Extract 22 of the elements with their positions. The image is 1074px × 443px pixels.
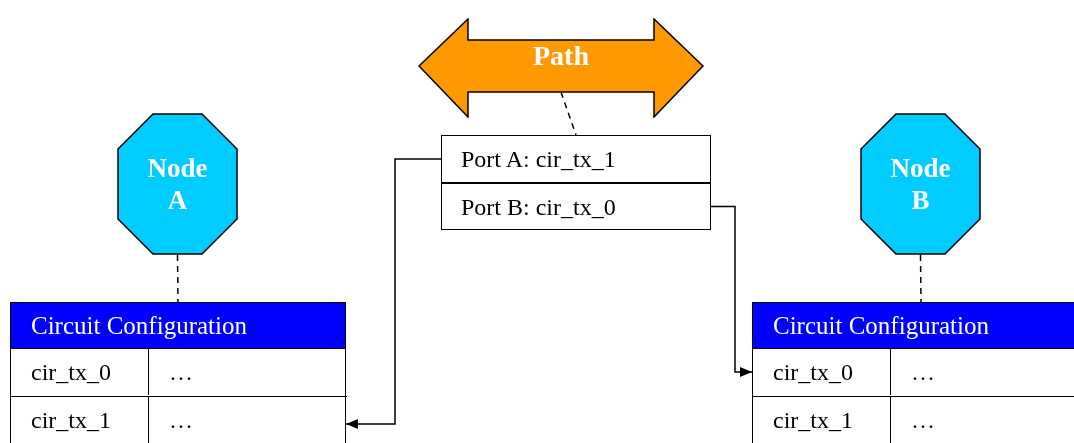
table-cell: cir_tx_1	[753, 397, 891, 443]
table-header: Circuit Configuration	[773, 313, 989, 338]
configuration-table	[10, 302, 346, 443]
node-label: Node A	[146, 152, 209, 216]
dashed-connector	[176, 254, 179, 303]
configuration-table	[752, 302, 1074, 443]
port-row: Port A: cir_tx_1	[441, 135, 711, 183]
port-row: Port B: cir_tx_0	[441, 183, 711, 230]
table-cell: cir_tx_1	[11, 397, 149, 443]
dashed-connector	[560, 91, 577, 136]
table-cell-text: …	[168, 358, 193, 387]
table-cell-text: …	[168, 406, 193, 435]
table-cell-text: …	[910, 358, 935, 387]
table-cell: cir_tx_0	[11, 349, 149, 395]
table-cell-text: …	[910, 406, 935, 435]
arrow	[710, 205, 753, 377]
arrow	[345, 158, 442, 429]
node-label: Node B	[889, 152, 952, 216]
arrow-label: Path	[533, 42, 589, 70]
table-header: Circuit Configuration	[31, 313, 247, 338]
table-cell: cir_tx_0	[753, 349, 891, 395]
dashed-connector	[919, 254, 922, 303]
